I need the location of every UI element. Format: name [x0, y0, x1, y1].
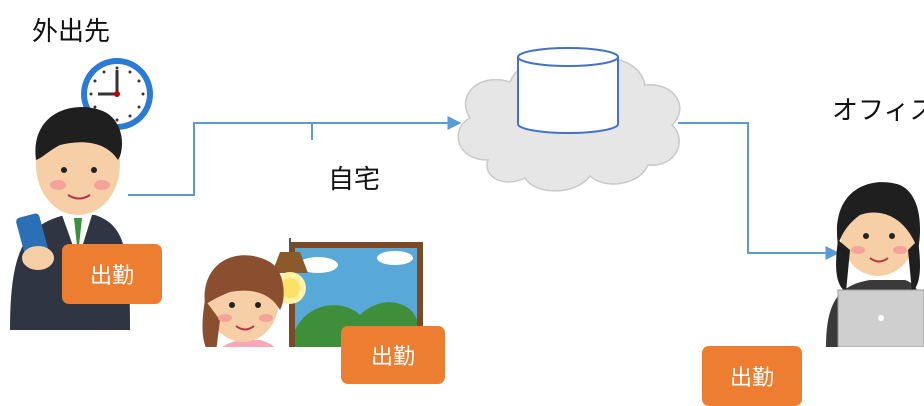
- label-office: オフィス: [832, 96, 924, 126]
- connectors: [128, 116, 840, 260]
- office-scene: [826, 182, 924, 347]
- badge-home: 出勤: [341, 326, 445, 384]
- label-home: 自宅: [328, 165, 381, 195]
- database-icon: [517, 47, 619, 134]
- woman-home-figure: [202, 255, 284, 347]
- office-laptop-icon: [837, 289, 924, 347]
- connector-outside-to-cloud: [128, 116, 462, 196]
- badge-outside: 出勤: [62, 244, 162, 304]
- connector-cloud-to-office: [678, 122, 840, 260]
- badge-office: 出勤: [702, 346, 802, 406]
- label-outside: 外出先: [32, 17, 111, 47]
